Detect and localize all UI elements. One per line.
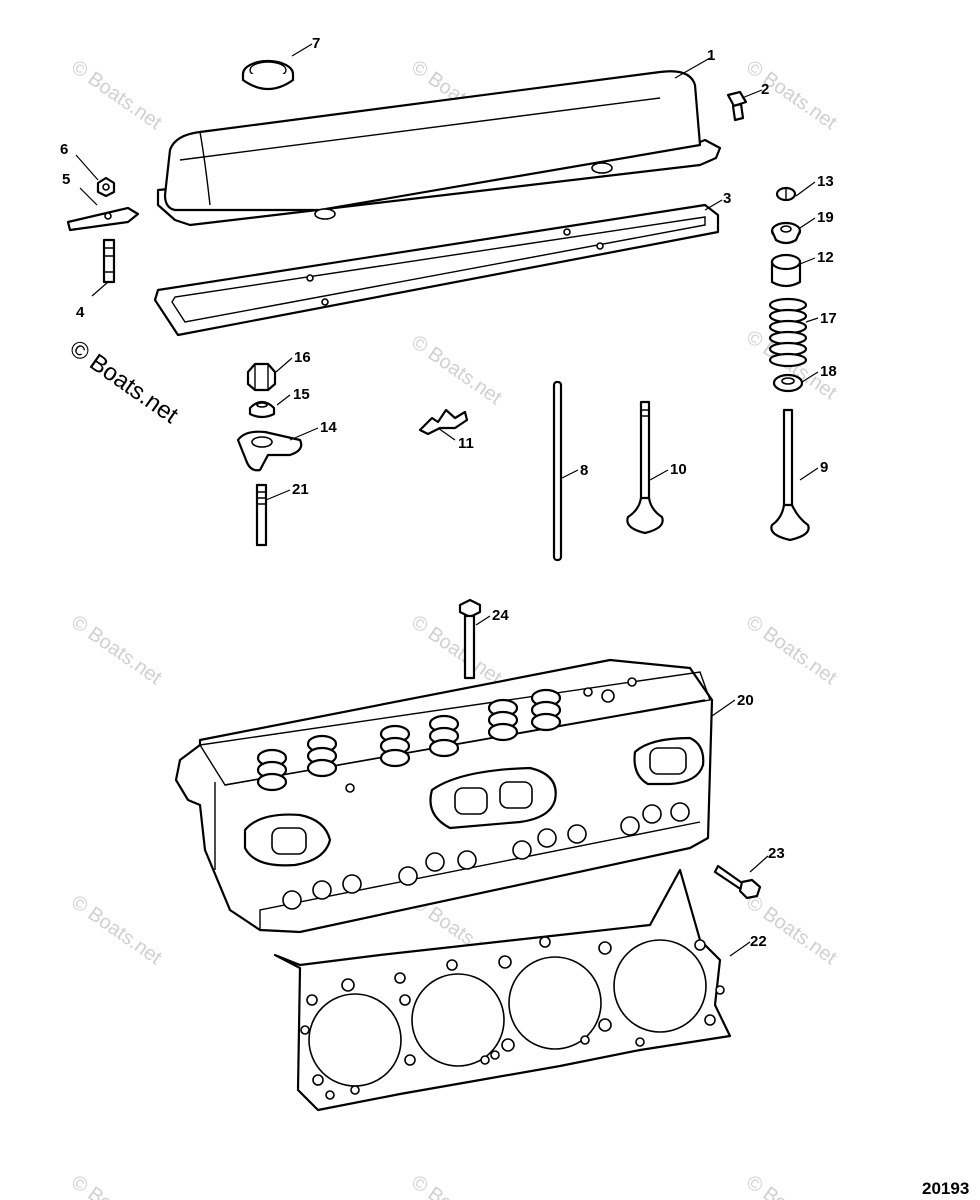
callout-11: 11 xyxy=(458,435,474,452)
spring-shim xyxy=(772,373,804,393)
callout-20: 20 xyxy=(737,692,754,709)
callout-16: 16 xyxy=(294,349,311,366)
watermark: © Boats.net xyxy=(67,56,166,134)
callout-15: 15 xyxy=(293,386,310,403)
cylinder-head xyxy=(174,658,714,934)
bolt xyxy=(726,90,748,122)
intake-valve xyxy=(770,408,810,542)
callout-22: 22 xyxy=(750,933,767,950)
watermark: © Boats.net xyxy=(742,56,841,134)
callout-6: 6 xyxy=(60,141,68,158)
push-rod xyxy=(552,380,563,562)
callout-5: 5 xyxy=(62,171,70,188)
watermark: © Boats.net xyxy=(67,891,166,969)
rocker-nut xyxy=(246,362,277,392)
callout-13: 13 xyxy=(817,173,834,190)
stud xyxy=(102,238,116,284)
callout-24: 24 xyxy=(492,607,509,624)
callout-10: 10 xyxy=(670,461,687,478)
callout-19: 19 xyxy=(817,209,834,226)
watermark: © Boats.net xyxy=(742,1171,841,1200)
callout-3: 3 xyxy=(723,190,731,207)
watermark: © Boats.net xyxy=(742,891,841,969)
watermark: © Boats.net xyxy=(742,611,841,689)
callout-2: 2 xyxy=(761,81,769,98)
callouts: 1 2 3 4 5 6 7 8 9 10 11 12 13 14 15 16 1… xyxy=(60,35,837,950)
oil-filler-cap xyxy=(241,59,295,91)
head-gasket xyxy=(273,868,732,1112)
valve-spring-cap xyxy=(770,253,802,288)
watermark: © Boats.net xyxy=(67,611,166,689)
callout-18: 18 xyxy=(820,363,837,380)
nut xyxy=(96,176,116,198)
rocker-stud xyxy=(255,483,268,547)
callout-21: 21 xyxy=(292,481,309,498)
valve-key xyxy=(775,186,797,202)
callout-1: 1 xyxy=(707,47,715,64)
callout-17: 17 xyxy=(820,310,837,327)
valve-spring xyxy=(768,297,808,368)
callout-12: 12 xyxy=(817,249,834,266)
watermark: © Boats.net xyxy=(67,1171,166,1200)
callout-7: 7 xyxy=(312,35,320,52)
watermark-dark: © Boats.net xyxy=(65,335,184,429)
callout-9: 9 xyxy=(820,459,828,476)
callout-4: 4 xyxy=(76,304,85,321)
head-springs xyxy=(256,688,562,792)
rocker-ball xyxy=(248,400,276,419)
callout-23: 23 xyxy=(768,845,785,862)
callout-8: 8 xyxy=(580,462,588,479)
exhaust-valve xyxy=(626,400,664,535)
rocker-arm xyxy=(236,430,303,472)
leader-lines xyxy=(75,43,819,957)
head-bolt-24 xyxy=(458,598,482,680)
rocker-cover xyxy=(156,70,722,227)
watermark: © Boats.net xyxy=(407,1171,506,1200)
watermark: © Boats.net xyxy=(407,331,506,409)
head-bolt-23 xyxy=(713,864,762,900)
valve-seal xyxy=(770,221,802,245)
rocker-cover-gasket xyxy=(153,203,720,337)
figure-number: 20193 xyxy=(922,1179,969,1198)
callout-14: 14 xyxy=(320,419,337,436)
guide-plate xyxy=(418,408,469,436)
clip xyxy=(66,206,140,232)
